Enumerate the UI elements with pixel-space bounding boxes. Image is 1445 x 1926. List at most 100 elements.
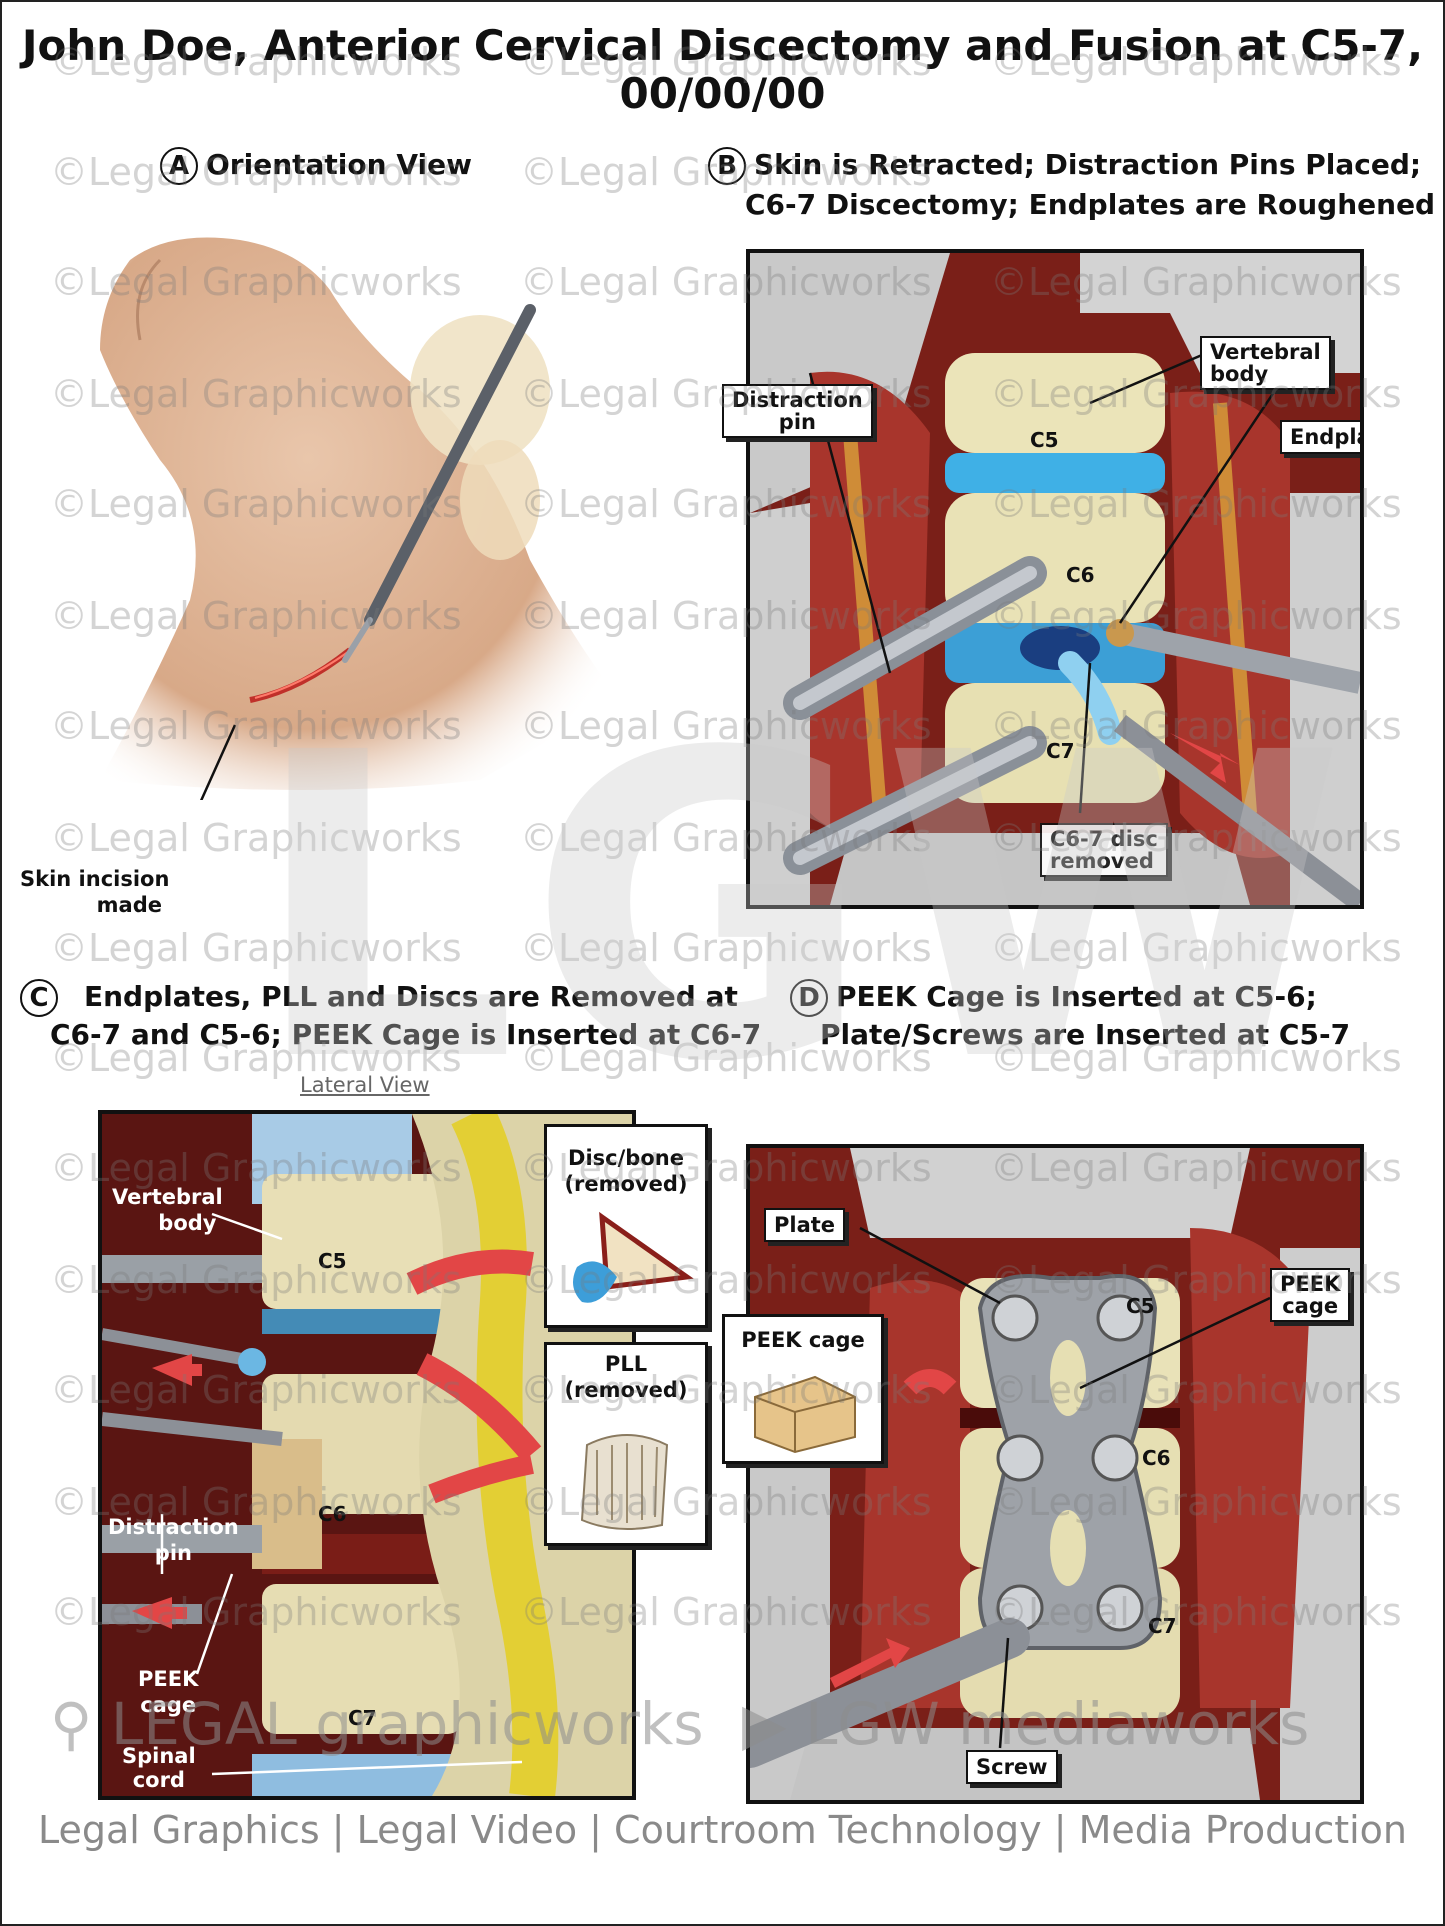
lateral-view-label: Lateral View bbox=[300, 1073, 430, 1097]
panel-c-c5-label: C5 bbox=[318, 1249, 347, 1273]
panel-d-heading-line-1: PEEK Cage is Inserted at C5-6; bbox=[836, 980, 1317, 1013]
retractor-left bbox=[750, 503, 810, 905]
panel-b-illustration bbox=[750, 253, 1360, 905]
legal-graphicworks-logo: LEGAL graphicworks bbox=[110, 1690, 704, 1758]
panel-b-endplate-label: Endplate bbox=[1280, 420, 1360, 454]
gloved-hand bbox=[410, 315, 550, 465]
panel-d-peek-cage-label: PEEK cage bbox=[1270, 1268, 1351, 1322]
neck-illustration bbox=[100, 237, 620, 800]
panel-c-vertebral-body-line-2: body bbox=[158, 1211, 217, 1235]
inset-disc-bone-line-1: Disc/bone bbox=[568, 1146, 684, 1170]
inset-peek-cage: PEEK cage bbox=[722, 1314, 884, 1464]
panel-d-surgical-view: C5 C6 C7 Plate PEEK cage Screw bbox=[746, 1144, 1364, 1804]
peek-cage-device bbox=[754, 1375, 856, 1454]
scalpel bbox=[364, 304, 536, 626]
panel-d-peek-cage-line-1: PEEK bbox=[1280, 1272, 1341, 1296]
retractor-top-d bbox=[850, 1148, 1250, 1238]
peek-cage-lateral bbox=[252, 1439, 322, 1569]
panel-d-plate-label: Plate bbox=[764, 1208, 846, 1242]
panel-a-letter: A bbox=[160, 147, 198, 185]
neck-skin bbox=[100, 237, 620, 790]
disc-c5-6 bbox=[945, 453, 1165, 493]
panel-b-c5-label: C5 bbox=[1030, 428, 1059, 452]
panel-b-vertebral-body-line-1: Vertebral bbox=[1210, 340, 1321, 364]
inset-pll-removed: PLL (removed) bbox=[544, 1342, 708, 1546]
incision-leader-line bbox=[200, 724, 237, 800]
red-arrow-pll bbox=[416, 1353, 542, 1462]
panel-c-letter: C bbox=[20, 979, 58, 1017]
vertebra-c7-lateral bbox=[262, 1584, 462, 1734]
panel-a-heading-text: Orientation View bbox=[206, 148, 472, 181]
skin-incision-label-line-2: made bbox=[96, 893, 162, 917]
panel-d-c7-label: C7 bbox=[1148, 1614, 1177, 1638]
inset-peek-cage-label: PEEK cage bbox=[741, 1328, 865, 1352]
panel-c-spinal-cord-label: Spinal cord bbox=[122, 1744, 196, 1792]
red-arrow-b bbox=[1170, 733, 1240, 783]
skin-incision-label: Skin incision made bbox=[20, 866, 170, 918]
panel-c-spinal-cord-line-2: cord bbox=[132, 1768, 185, 1792]
panel-c-peek-cage-line-1: PEEK bbox=[138, 1667, 199, 1691]
panel-c-c7-label: C7 bbox=[348, 1706, 377, 1730]
panel-c-spinal-cord-line-1: Spinal bbox=[122, 1744, 196, 1768]
vertebra-c5-lateral bbox=[262, 1174, 462, 1309]
panel-b-c6-label: C6 bbox=[1066, 563, 1095, 587]
inset-pll-line-2: (removed) bbox=[564, 1378, 688, 1402]
red-arrow-disc bbox=[406, 1249, 534, 1295]
panel-b-distraction-pin-line-2: pin bbox=[778, 410, 816, 434]
panel-d-peek-cage-line-2: cage bbox=[1282, 1294, 1339, 1318]
lgw-mediaworks-logo: LGW mediaworks bbox=[805, 1690, 1310, 1758]
inset-disc-bone-removed: Disc/bone (removed) bbox=[544, 1124, 708, 1328]
panel-c-peek-cage-line-2: cage bbox=[140, 1693, 197, 1717]
page-title: John Doe, Anterior Cervical Discectomy a… bbox=[0, 22, 1445, 118]
panel-b-vertebral-body-line-2: body bbox=[1210, 362, 1269, 386]
footer-tagline: Legal Graphics | Legal Video | Courtroom… bbox=[37, 1808, 1408, 1852]
panel-b-distraction-pin-label: Distraction pin bbox=[722, 384, 873, 438]
disc-c7-t1 bbox=[252, 1754, 472, 1796]
panel-c-peek-cage-label: PEEK cage bbox=[138, 1666, 198, 1718]
panel-b-vertebral-body-label: Vertebral body bbox=[1200, 336, 1331, 390]
panel-c-heading: C Endplates, PLL and Discs are Removed at bbox=[20, 978, 738, 1017]
burr-drill bbox=[1117, 622, 1360, 694]
spinal-cord-nerves bbox=[451, 1114, 559, 1796]
disc-bone-fragment bbox=[573, 1211, 694, 1303]
panel-b-surgical-view: C5 C6 C7 Vertebral body Endplate C6-7 di… bbox=[746, 249, 1364, 909]
logo-row: ⚲ LEGAL graphicworks ▶ LGW mediaworks bbox=[50, 1690, 1309, 1758]
panel-b-heading-line-1: Skin is Retracted; Distraction Pins Plac… bbox=[754, 148, 1422, 181]
panel-d-letter: D bbox=[790, 979, 828, 1017]
play-icon: ▶ bbox=[742, 1690, 787, 1758]
instrument-burr-lateral bbox=[102, 1412, 283, 1446]
panel-c-distraction-pin-line-1: Distraction bbox=[108, 1515, 239, 1539]
panel-d-screw-label: Screw bbox=[966, 1750, 1058, 1784]
retractor-right bbox=[1290, 493, 1360, 905]
inset-pll-line-1: PLL bbox=[604, 1352, 648, 1376]
panel-d-c5-label: C5 bbox=[1126, 1294, 1155, 1318]
panel-c-heading-line-2: C6-7 and C5-6; PEEK Cage is Inserted at … bbox=[50, 1018, 762, 1051]
inset-disc-bone-label: Disc/bone (removed) bbox=[547, 1145, 705, 1197]
instrument-upper bbox=[102, 1328, 244, 1365]
vertebra-c5 bbox=[945, 353, 1165, 453]
inset-disc-bone-line-2: (removed) bbox=[564, 1172, 688, 1196]
panel-b-disc-removed-line-1: C6-7 disc bbox=[1050, 827, 1158, 851]
panel-c-vertebral-body-line-1: Vertebral bbox=[112, 1185, 223, 1209]
panel-c-distraction-pin-label: Distraction pin bbox=[108, 1514, 239, 1566]
panel-c-distraction-pin-line-2: pin bbox=[154, 1541, 192, 1565]
title-line-1: John Doe, Anterior Cervical Discectomy a… bbox=[21, 21, 1424, 70]
panel-c-heading-line-1: Endplates, PLL and Discs are Removed at bbox=[84, 980, 738, 1013]
panel-b-disc-removed-label: C6-7 disc removed bbox=[1040, 823, 1168, 877]
panel-c-c6-label: C6 bbox=[318, 1502, 347, 1526]
rongeur bbox=[1114, 715, 1360, 905]
panel-c-vertebral-body-label: Vertebral body bbox=[112, 1184, 223, 1236]
panel-d-c6-label: C6 bbox=[1142, 1446, 1171, 1470]
cervical-plate bbox=[977, 1274, 1163, 1650]
skin-incision-label-line-1: Skin incision bbox=[20, 867, 170, 891]
panel-d-illustration bbox=[750, 1148, 1360, 1800]
title-line-2: 00/00/00 bbox=[619, 69, 826, 118]
panel-c-lateral-view: C5 C6 C7 Vertebral body Distraction pin … bbox=[98, 1110, 636, 1800]
inset-pll-label: PLL (removed) bbox=[547, 1351, 705, 1403]
panel-b-disc-removed-line-2: removed bbox=[1050, 849, 1154, 873]
panel-d-heading-line-2: Plate/Screws are Inserted at C5-7 bbox=[820, 1018, 1351, 1051]
